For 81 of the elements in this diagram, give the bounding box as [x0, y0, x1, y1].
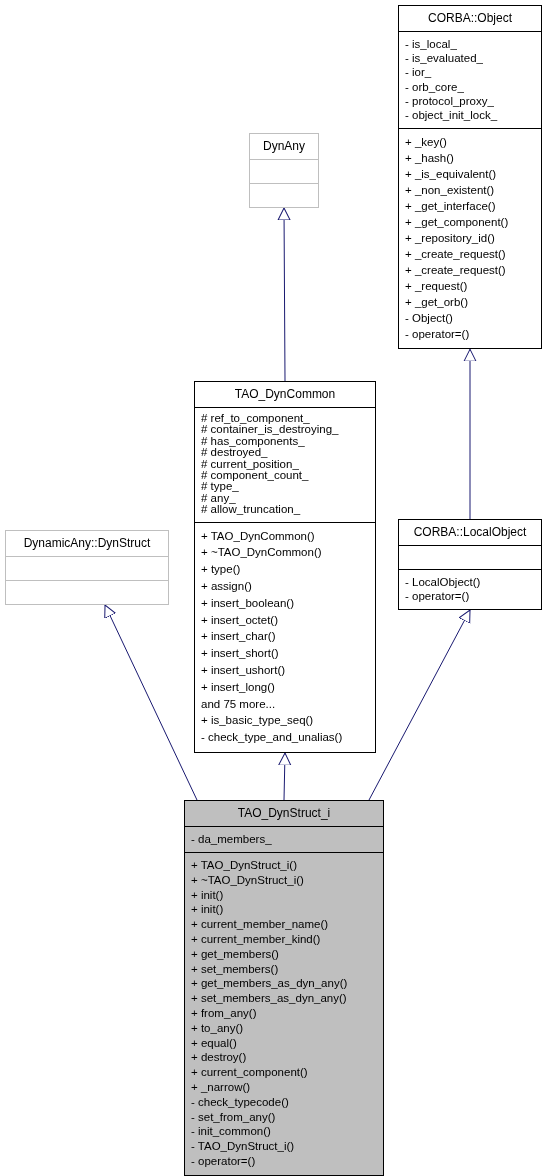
member-text: - set_from_any() [191, 1109, 276, 1125]
member-text: - orb_core_ [405, 79, 464, 94]
member-text: + get_members() [191, 946, 279, 962]
member-text: + _create_request() [405, 247, 506, 263]
member-text: + current_component() [191, 1065, 308, 1080]
member-text: - check_typecode() [191, 1094, 289, 1110]
member-text: + insert_short() [201, 646, 279, 662]
member-text: + to_any() [191, 1020, 244, 1036]
member-text: + ~TAO_DynCommon() [201, 545, 322, 561]
member-text: # has_components_ [201, 435, 305, 448]
member-text: + ~TAO_DynStruct_i() [191, 872, 304, 888]
inheritance-arrow [278, 752, 292, 801]
member-text: - init_common() [191, 1124, 271, 1140]
inheritance-arrow [104, 604, 198, 801]
class-box [398, 519, 542, 610]
member-text: - is_evaluated_ [405, 51, 483, 66]
member-text: # component_count_ [201, 470, 309, 482]
member-text: + _get_orb() [405, 295, 468, 311]
class-name: CORBA::Object [428, 11, 512, 25]
member-text: + equal() [191, 1035, 237, 1051]
inheritance-arrow [368, 609, 471, 801]
member-text: # allow_truncation_ [201, 504, 301, 516]
class-name: TAO_DynStruct_i [237, 806, 331, 820]
member-text: - Object() [405, 311, 453, 327]
member-text: + is_basic_type_seq() [201, 713, 314, 729]
member-text: + _request() [405, 279, 468, 295]
member-text: + get_members_as_dyn_any() [191, 976, 348, 992]
member-text: + _get_component() [405, 215, 509, 231]
class-box [398, 5, 542, 350]
member-text: # current_position_ [201, 458, 299, 471]
member-text: + _narrow() [191, 1079, 251, 1095]
member-text: - protocol_proxy_ [405, 93, 494, 108]
class-box [194, 381, 376, 753]
member-text: + type() [201, 562, 241, 578]
member-text: # destroyed_ [201, 447, 268, 459]
member-text: + insert_ushort() [201, 663, 286, 679]
member-text: + current_member_kind() [191, 932, 321, 947]
member-text: + from_any() [191, 1005, 257, 1021]
member-text: + _repository_id() [405, 231, 495, 247]
member-text: + destroy() [191, 1050, 247, 1066]
member-text: - ior_ [405, 65, 432, 80]
member-text: + _hash() [405, 151, 454, 167]
member-text: + set_members_as_dyn_any() [191, 991, 347, 1006]
member-text: + _get_interface() [405, 199, 496, 215]
member-text: - object_init_lock_ [405, 108, 498, 123]
class-name: CORBA::LocalObject [413, 525, 527, 539]
member-text: - TAO_DynStruct_i() [191, 1139, 295, 1154]
member-text: + assign() [201, 579, 252, 595]
member-text: + TAO_DynStruct_i() [191, 858, 297, 873]
class-name: DynAny [263, 139, 305, 153]
member-text: - check_type_and_unalias() [201, 730, 343, 746]
member-text: + _key() [405, 135, 447, 151]
member-text: + _create_request() [405, 263, 506, 279]
member-text: - LocalObject() [405, 575, 481, 589]
member-text: # container_is_destroying_ [201, 424, 339, 436]
member-text: - operator=() [405, 589, 470, 603]
member-text: # type_ [201, 481, 239, 493]
member-text: + insert_char() [201, 629, 276, 645]
member-text: - is_local_ [405, 37, 457, 52]
class-box [5, 530, 169, 605]
inheritance-arrow [277, 207, 291, 382]
member-text: # any_ [201, 492, 236, 505]
member-text: and 75 more... [201, 696, 276, 712]
member-text: + insert_boolean() [201, 595, 295, 611]
member-text: + _non_existent() [405, 183, 495, 199]
member-text: - operator=() [405, 327, 470, 343]
member-text: - operator=() [191, 1153, 256, 1169]
member-text: + set_members() [191, 961, 279, 977]
class-box [249, 133, 319, 208]
member-text: + insert_long() [201, 679, 275, 695]
member-text: + _is_equivalent() [405, 167, 497, 183]
member-text: + init() [191, 887, 224, 903]
member-text: + init() [191, 902, 224, 918]
inheritance-arrow [463, 348, 477, 520]
member-text: - da_members_ [191, 832, 272, 846]
member-text: + insert_octet() [201, 612, 279, 628]
class-name: DynamicAny::DynStruct [23, 536, 151, 550]
member-text: # ref_to_component_ [201, 413, 310, 425]
class-name: TAO_DynCommon [234, 387, 336, 401]
member-text: + current_member_name() [191, 917, 329, 932]
member-text: + TAO_DynCommon() [201, 528, 315, 544]
